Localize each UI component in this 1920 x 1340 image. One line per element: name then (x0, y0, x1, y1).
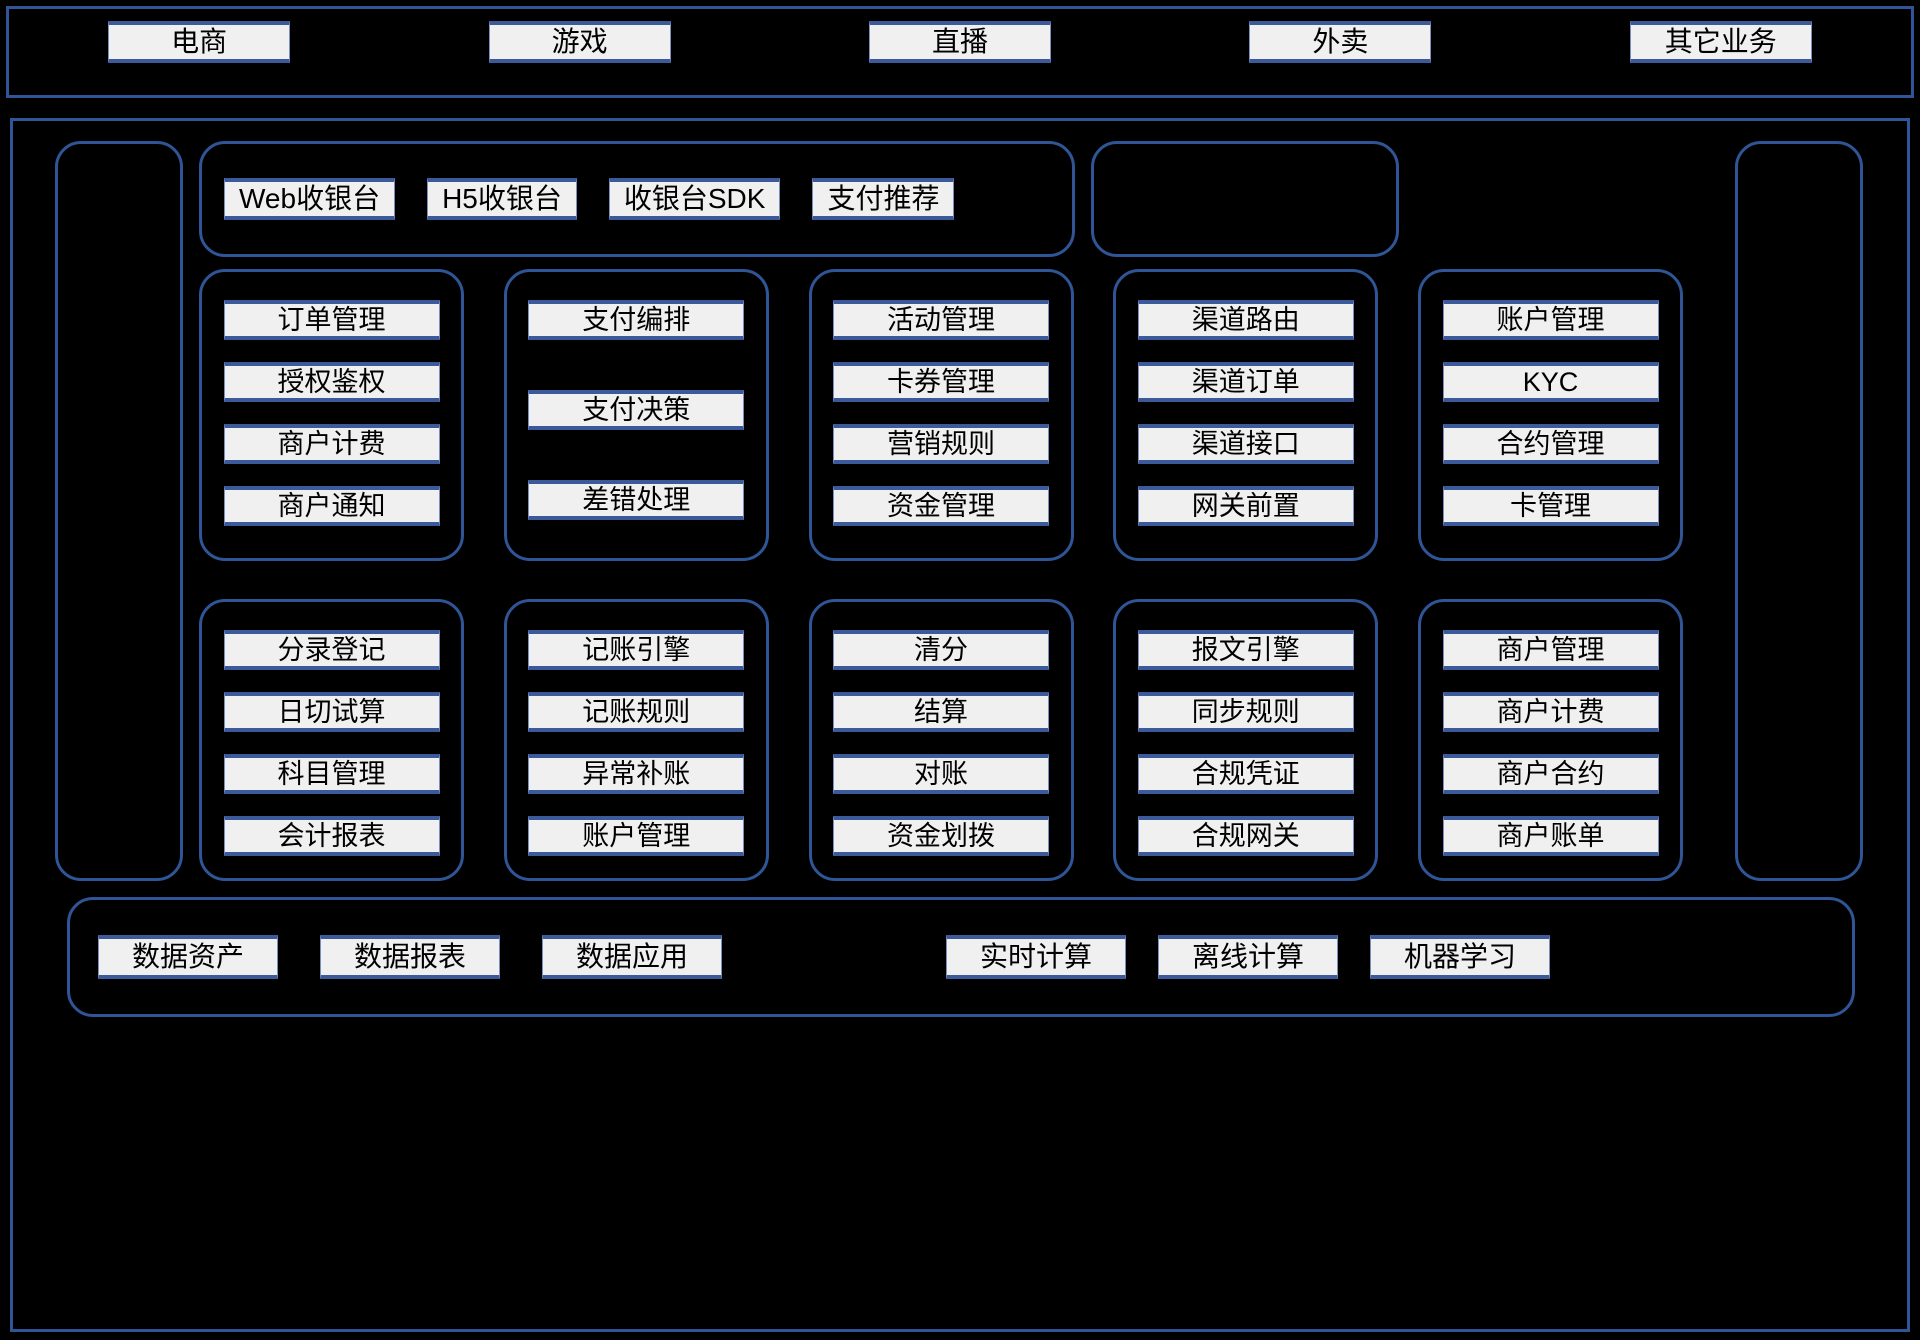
account-group-chip-kyc[interactable]: KYC (1442, 362, 1659, 402)
merchant-group-chip-商户合约[interactable]: 商户合约 (1442, 754, 1659, 794)
channel-group-chip-渠道订单[interactable]: 渠道订单 (1137, 362, 1354, 402)
bookkeeping-group-chip-异常补账[interactable]: 异常补账 (528, 754, 745, 794)
compliance-group-chip-合规网关[interactable]: 合规网关 (1137, 816, 1354, 856)
data-chip-机器学习[interactable]: 机器学习 (1370, 935, 1550, 979)
data-chip-实时计算[interactable]: 实时计算 (946, 935, 1126, 979)
bookkeeping-group-chip-记账规则[interactable]: 记账规则 (528, 692, 745, 732)
bookkeeping-group: 记账引擎记账规则异常补账账户管理 (503, 599, 769, 881)
compliance-group-chip-报文引擎[interactable]: 报文引擎 (1137, 630, 1354, 670)
payment-orchestration-group-chip-支付决策[interactable]: 支付决策 (528, 390, 745, 430)
transaction-group-chip-商户通知[interactable]: 商户通知 (223, 486, 440, 526)
capability-row-1: 订单管理授权鉴权商户计费商户通知支付编排支付决策差错处理活动管理卡券管理营销规则… (199, 269, 1683, 561)
data-layer-right-items: 实时计算离线计算机器学习 (946, 935, 1550, 979)
marketing-group-chip-资金管理[interactable]: 资金管理 (833, 486, 1049, 526)
compliance-group-chip-同步规则[interactable]: 同步规则 (1137, 692, 1354, 732)
cashier-chip-支付推荐[interactable]: 支付推荐 (812, 178, 955, 220)
clearing-settlement-group-chip-结算[interactable]: 结算 (833, 692, 1049, 732)
clearing-settlement-group-chip-清分[interactable]: 清分 (833, 630, 1049, 670)
payment-orchestration-group: 支付编排支付决策差错处理 (503, 269, 769, 561)
data-chip-数据报表[interactable]: 数据报表 (320, 935, 500, 979)
business-layer-frame: 电商 游戏 直播 外卖 其它业务 (6, 6, 1914, 98)
business-chip-电商[interactable]: 电商 (108, 21, 291, 63)
payment-orchestration-group-chip-支付编排[interactable]: 支付编排 (528, 300, 745, 340)
transaction-group-chip-授权鉴权[interactable]: 授权鉴权 (223, 362, 440, 402)
transaction-group-chip-订单管理[interactable]: 订单管理 (223, 300, 440, 340)
accounting-entry-group-chip-会计报表[interactable]: 会计报表 (223, 816, 440, 856)
account-group-chip-卡管理[interactable]: 卡管理 (1442, 486, 1659, 526)
merchant-group-chip-商户管理[interactable]: 商户管理 (1442, 630, 1659, 670)
data-chip-数据应用[interactable]: 数据应用 (542, 935, 722, 979)
clearing-settlement-group-chip-对账[interactable]: 对账 (833, 754, 1049, 794)
data-chip-离线计算[interactable]: 离线计算 (1158, 935, 1338, 979)
business-layer-items: 电商 游戏 直播 外卖 其它业务 (9, 21, 1911, 63)
accounting-entry-group-chip-日切试算[interactable]: 日切试算 (223, 692, 440, 732)
cashier-chip-h5收银台[interactable]: H5收银台 (427, 178, 577, 220)
bookkeeping-group-chip-记账引擎[interactable]: 记账引擎 (528, 630, 745, 670)
account-group: 账户管理 KYC 合约管理卡管理 (1418, 269, 1683, 561)
compliance-group: 报文引擎同步规则合规凭证合规网关 (1113, 599, 1379, 881)
data-chip-数据资产[interactable]: 数据资产 (98, 935, 278, 979)
clearing-settlement-group-chip-资金划拨[interactable]: 资金划拨 (833, 816, 1049, 856)
side-panel-right (1735, 141, 1863, 881)
channel-group: 渠道路由渠道订单渠道接口网关前置 (1113, 269, 1379, 561)
business-chip-游戏[interactable]: 游戏 (488, 21, 671, 63)
merchant-group-chip-商户计费[interactable]: 商户计费 (1442, 692, 1659, 732)
bookkeeping-group-chip-账户管理[interactable]: 账户管理 (528, 816, 745, 856)
payment-orchestration-group-chip-差错处理[interactable]: 差错处理 (528, 480, 745, 520)
transaction-group-chip-商户计费[interactable]: 商户计费 (223, 424, 440, 464)
business-chip-其它业务[interactable]: 其它业务 (1629, 21, 1812, 63)
account-group-chip-账户管理[interactable]: 账户管理 (1442, 300, 1659, 340)
compliance-group-chip-合规凭证[interactable]: 合规凭证 (1137, 754, 1354, 794)
cashier-chip-web收银台[interactable]: Web收银台 (224, 178, 396, 220)
side-panel-left (55, 141, 183, 881)
accounting-entry-group-chip-科目管理[interactable]: 科目管理 (223, 754, 440, 794)
merchant-group-chip-商户账单[interactable]: 商户账单 (1442, 816, 1659, 856)
data-layer-left-items: 数据资产数据报表数据应用 (98, 935, 722, 979)
business-chip-外卖[interactable]: 外卖 (1249, 21, 1432, 63)
accounting-entry-group: 分录登记日切试算科目管理会计报表 (199, 599, 464, 881)
clearing-settlement-group: 清分结算对账资金划拨 (808, 599, 1074, 881)
marketing-group-chip-活动管理[interactable]: 活动管理 (833, 300, 1049, 340)
cashier-chip-收银台sdk[interactable]: 收银台SDK (608, 178, 781, 220)
channel-group-chip-渠道接口[interactable]: 渠道接口 (1137, 424, 1354, 464)
transaction-group: 订单管理授权鉴权商户计费商户通知 (199, 269, 464, 561)
cashier-blank-panel (1091, 141, 1399, 257)
data-layer-panel: 数据资产数据报表数据应用 实时计算离线计算机器学习 (67, 897, 1855, 1017)
accounting-entry-group-chip-分录登记[interactable]: 分录登记 (223, 630, 440, 670)
channel-group-chip-网关前置[interactable]: 网关前置 (1137, 486, 1354, 526)
marketing-group-chip-营销规则[interactable]: 营销规则 (833, 424, 1049, 464)
channel-group-chip-渠道路由[interactable]: 渠道路由 (1137, 300, 1354, 340)
marketing-group: 活动管理卡券管理营销规则资金管理 (808, 269, 1074, 561)
business-chip-直播[interactable]: 直播 (868, 21, 1051, 63)
cashier-group-panel: Web收银台 H5收银台收银台SDK 支付推荐 (199, 141, 1075, 257)
merchant-group: 商户管理商户计费商户合约商户账单 (1418, 599, 1683, 881)
marketing-group-chip-卡券管理[interactable]: 卡券管理 (833, 362, 1049, 402)
account-group-chip-合约管理[interactable]: 合约管理 (1442, 424, 1659, 464)
capability-row-2: 分录登记日切试算科目管理会计报表记账引擎记账规则异常补账账户管理清分结算对账资金… (199, 599, 1683, 881)
